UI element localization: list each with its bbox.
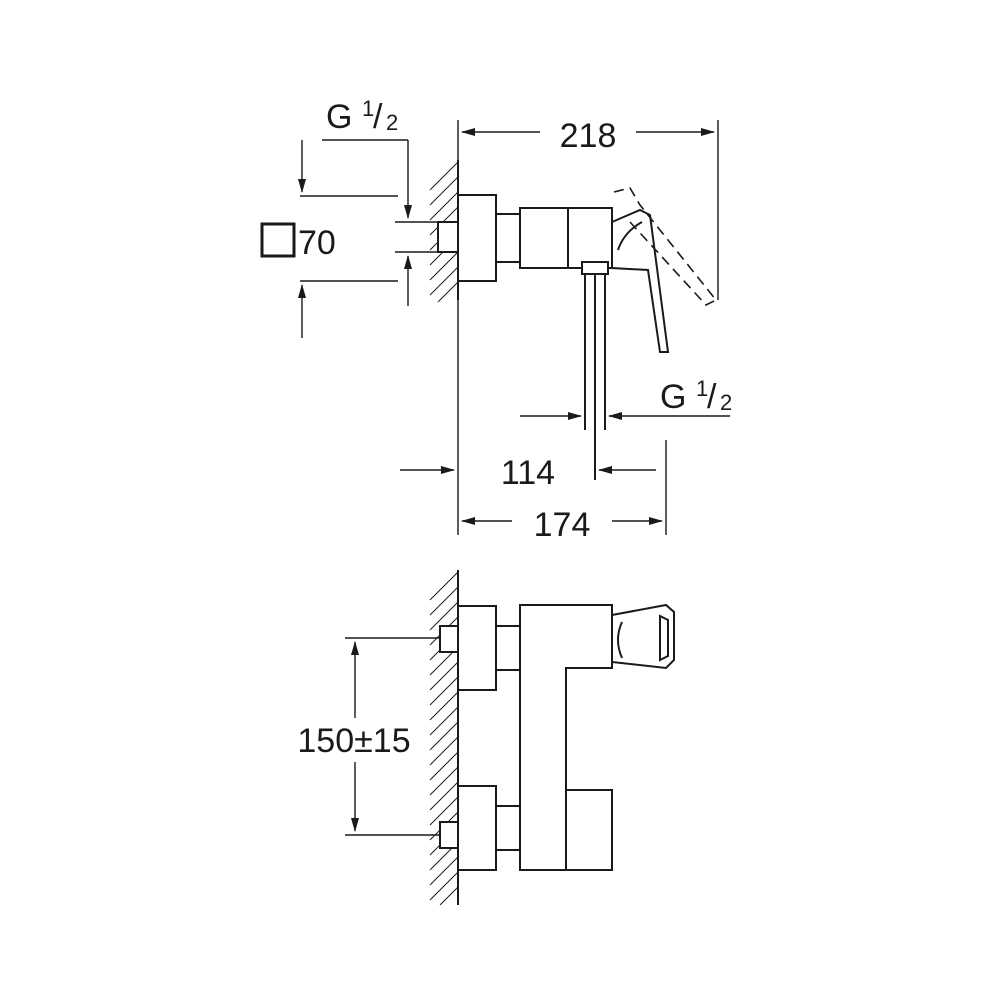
lever-handle	[611, 208, 670, 353]
dim-70: 70	[298, 224, 336, 262]
dim-150: 150±15	[297, 722, 410, 760]
escutcheon-top	[457, 194, 497, 282]
thread-top-den: 2	[386, 110, 398, 135]
dim-174: 174	[534, 506, 591, 544]
outlet-nut	[581, 261, 609, 275]
inlet-nipple-top	[437, 221, 459, 253]
thread-label-side: G 1 / 2	[660, 376, 732, 416]
thread-side-den: 2	[720, 390, 732, 415]
connector-top	[495, 213, 521, 263]
thread-label-top: G 1 / 2	[326, 96, 398, 136]
dim-218: 218	[560, 117, 617, 155]
dim-114: 114	[501, 454, 555, 492]
inlet-nipple-upper	[439, 625, 459, 653]
connector-upper	[495, 625, 521, 671]
lever-alt-position	[613, 187, 718, 306]
mixer-body-top	[519, 207, 613, 269]
escutcheon-lower	[457, 785, 497, 871]
thread-side-letter: G	[660, 378, 686, 416]
wall-hatching-bottom	[429, 570, 459, 906]
connector-lower	[495, 805, 521, 851]
thread-side-num: 1	[696, 376, 708, 401]
thread-top-letter: G	[326, 98, 352, 136]
lever-front	[611, 603, 675, 670]
square-outline-icon	[260, 222, 296, 258]
inlet-nipple-lower	[439, 821, 459, 849]
thread-top-num: 1	[362, 96, 374, 121]
thread-side-slash: /	[707, 378, 717, 416]
escutcheon-upper	[457, 605, 497, 691]
thread-top-slash: /	[373, 98, 383, 136]
front-view: 150±15	[297, 570, 675, 906]
side-view: 218 G 1 / 2 70 G 1 / 2	[260, 96, 732, 544]
